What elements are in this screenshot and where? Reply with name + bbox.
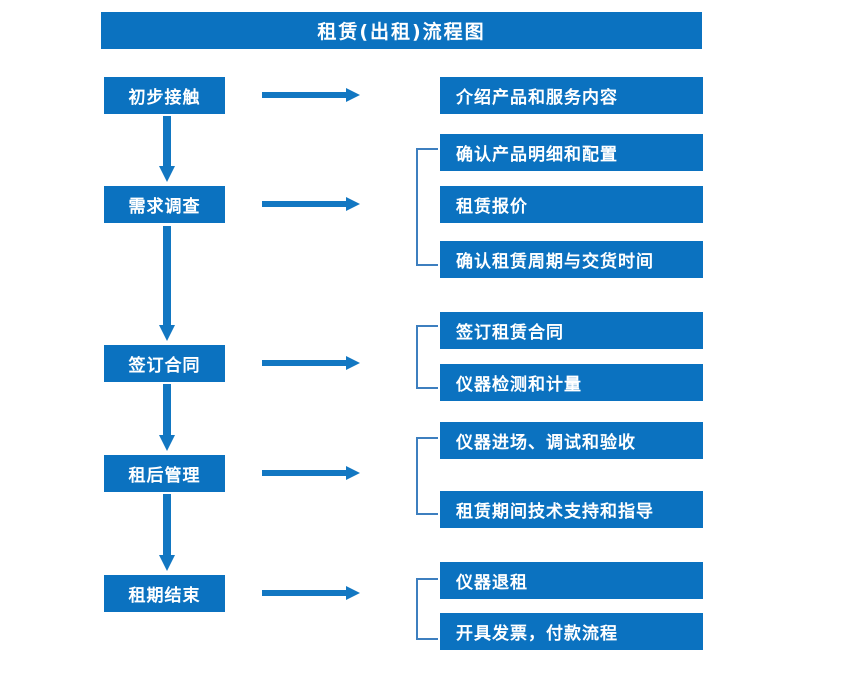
vertical-arrow-2 xyxy=(157,226,177,343)
detail-box-2-3[interactable]: 确认租赁周期与交货时间 xyxy=(440,241,703,278)
flowchart-title-banner: 租赁(出租)流程图 xyxy=(101,12,702,49)
vertical-arrow-3 xyxy=(157,384,177,453)
stage-box-3[interactable]: 签订合同 xyxy=(104,345,225,382)
detail-box-5-1[interactable]: 仪器退租 xyxy=(440,562,703,599)
detail-box-4-1[interactable]: 仪器进场、调试和验收 xyxy=(440,422,703,459)
group-bracket-4 xyxy=(414,437,440,515)
stage-box-1[interactable]: 初步接触 xyxy=(104,77,225,114)
group-bracket-2 xyxy=(414,148,440,266)
horizontal-arrow-5 xyxy=(262,584,362,602)
horizontal-arrow-1 xyxy=(262,86,362,104)
stage-box-4[interactable]: 租后管理 xyxy=(104,455,225,492)
horizontal-arrow-4 xyxy=(262,464,362,482)
detail-box-3-2[interactable]: 仪器检测和计量 xyxy=(440,364,703,401)
vertical-arrow-1 xyxy=(157,116,177,184)
group-bracket-3 xyxy=(414,325,440,389)
stage-box-5[interactable]: 租期结束 xyxy=(104,575,225,612)
horizontal-arrow-2 xyxy=(262,195,362,213)
group-bracket-5 xyxy=(414,578,440,640)
detail-box-1-1[interactable]: 介绍产品和服务内容 xyxy=(440,77,703,114)
detail-box-2-1[interactable]: 确认产品明细和配置 xyxy=(440,134,703,171)
detail-box-5-2[interactable]: 开具发票，付款流程 xyxy=(440,613,703,650)
detail-box-2-2[interactable]: 租赁报价 xyxy=(440,186,703,223)
vertical-arrow-4 xyxy=(157,494,177,573)
horizontal-arrow-3 xyxy=(262,354,362,372)
stage-box-2[interactable]: 需求调查 xyxy=(104,186,225,223)
detail-box-4-2[interactable]: 租赁期间技术支持和指导 xyxy=(440,491,703,528)
detail-box-3-1[interactable]: 签订租赁合同 xyxy=(440,312,703,349)
